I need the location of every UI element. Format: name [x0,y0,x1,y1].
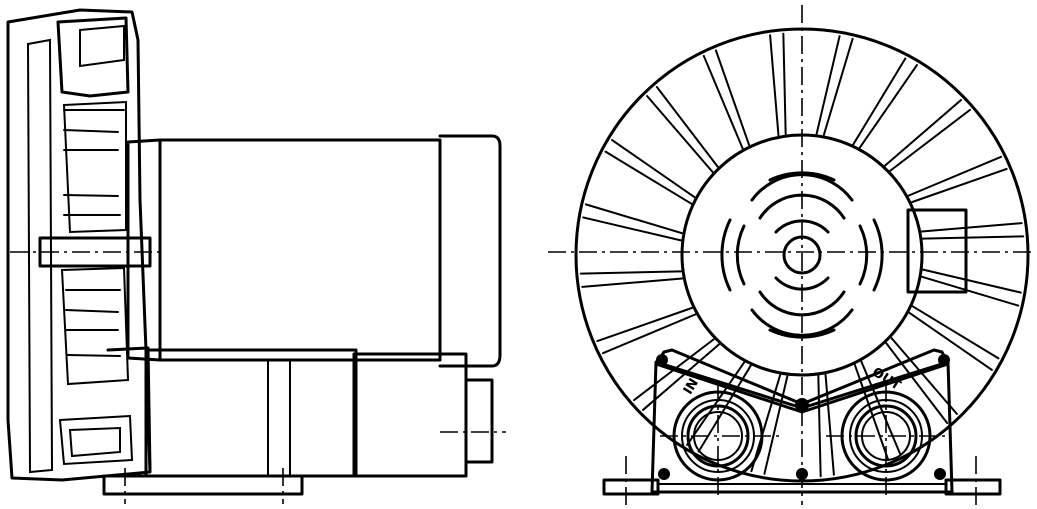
cooling-fin [889,108,971,172]
cooling-fin [920,222,1023,233]
outlet-port [826,384,946,500]
cooling-fin [921,275,1020,307]
cooling-fin [822,37,854,136]
cooling-fin [911,305,1000,360]
front-base-feet [602,456,1002,506]
side-junction-box [906,208,968,294]
cooling-fin [714,49,751,147]
cooling-fin [824,373,835,476]
cooling-fin [885,342,949,424]
cooling-fin [763,375,789,475]
motor-body [126,134,502,368]
cooling-fin [581,277,684,288]
cooling-fin [817,374,822,478]
cooling-fin [579,270,683,275]
cooling-fin [922,268,1022,294]
cooling-fin [858,64,918,149]
inlet-port [660,384,780,500]
cooling-fin [604,150,693,205]
cooling-fin [584,203,683,235]
cooling-fin [582,216,682,242]
side-base [102,468,304,504]
cooling-fin [655,86,719,168]
cooling-fin [815,35,841,135]
cooling-fin [852,57,907,146]
cooling-fin [890,337,958,415]
terminal-box [144,348,506,478]
cooling-fin [702,54,744,150]
cooling-fin [601,313,697,355]
cooling-fin [646,95,714,173]
cooling-fin [769,34,780,137]
front-view: IN OUT [548,5,1032,506]
side-section-view [6,8,506,504]
cooling-fin [884,99,962,167]
cooling-fin [921,235,1025,240]
cooling-fin [611,139,696,199]
cooling-fin [910,167,1008,204]
inlet-label: IN [681,376,702,397]
cooling-fin [596,306,694,343]
cooling-fin [907,155,1003,197]
port-housing [650,348,954,494]
cooling-fin [782,32,787,136]
cooling-fin [908,311,993,371]
housing-section [6,8,160,482]
